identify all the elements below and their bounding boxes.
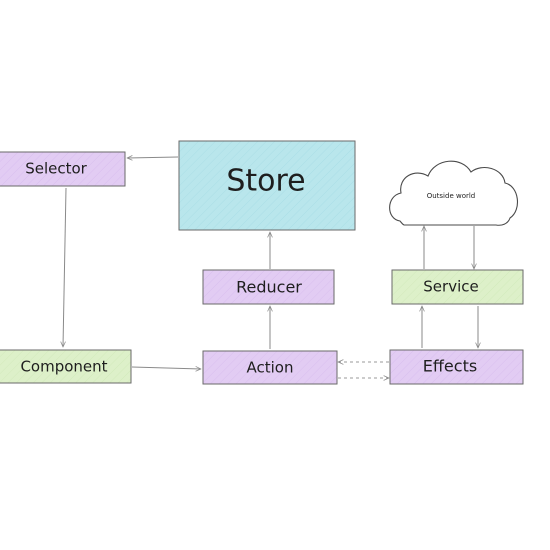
node-selector-label: Selector bbox=[25, 160, 87, 178]
node-component: Component bbox=[0, 349, 132, 384]
node-component-label: Component bbox=[20, 358, 107, 376]
node-effects: Effects bbox=[389, 349, 524, 385]
node-store-label: Store bbox=[226, 164, 305, 199]
edges bbox=[63, 157, 478, 378]
node-reducer: Reducer bbox=[202, 269, 335, 305]
node-service-label: Service bbox=[423, 278, 478, 296]
node-store: Store bbox=[178, 140, 356, 231]
node-service: Service bbox=[391, 269, 524, 305]
node-reducer-label: Reducer bbox=[236, 278, 302, 297]
node-selector: Selector bbox=[0, 151, 126, 187]
edge-selector-to-component bbox=[63, 187, 67, 347]
cloud-shape bbox=[389, 160, 518, 226]
node-outside-world: Outside world bbox=[389, 160, 518, 226]
node-action-label: Action bbox=[247, 359, 294, 377]
node-action: Action bbox=[202, 350, 338, 385]
edge-component-to-action bbox=[131, 367, 201, 369]
edge-store-to-selector bbox=[127, 157, 179, 158]
node-effects-label: Effects bbox=[423, 357, 477, 376]
node-outside-world-label: Outside world bbox=[427, 192, 476, 200]
